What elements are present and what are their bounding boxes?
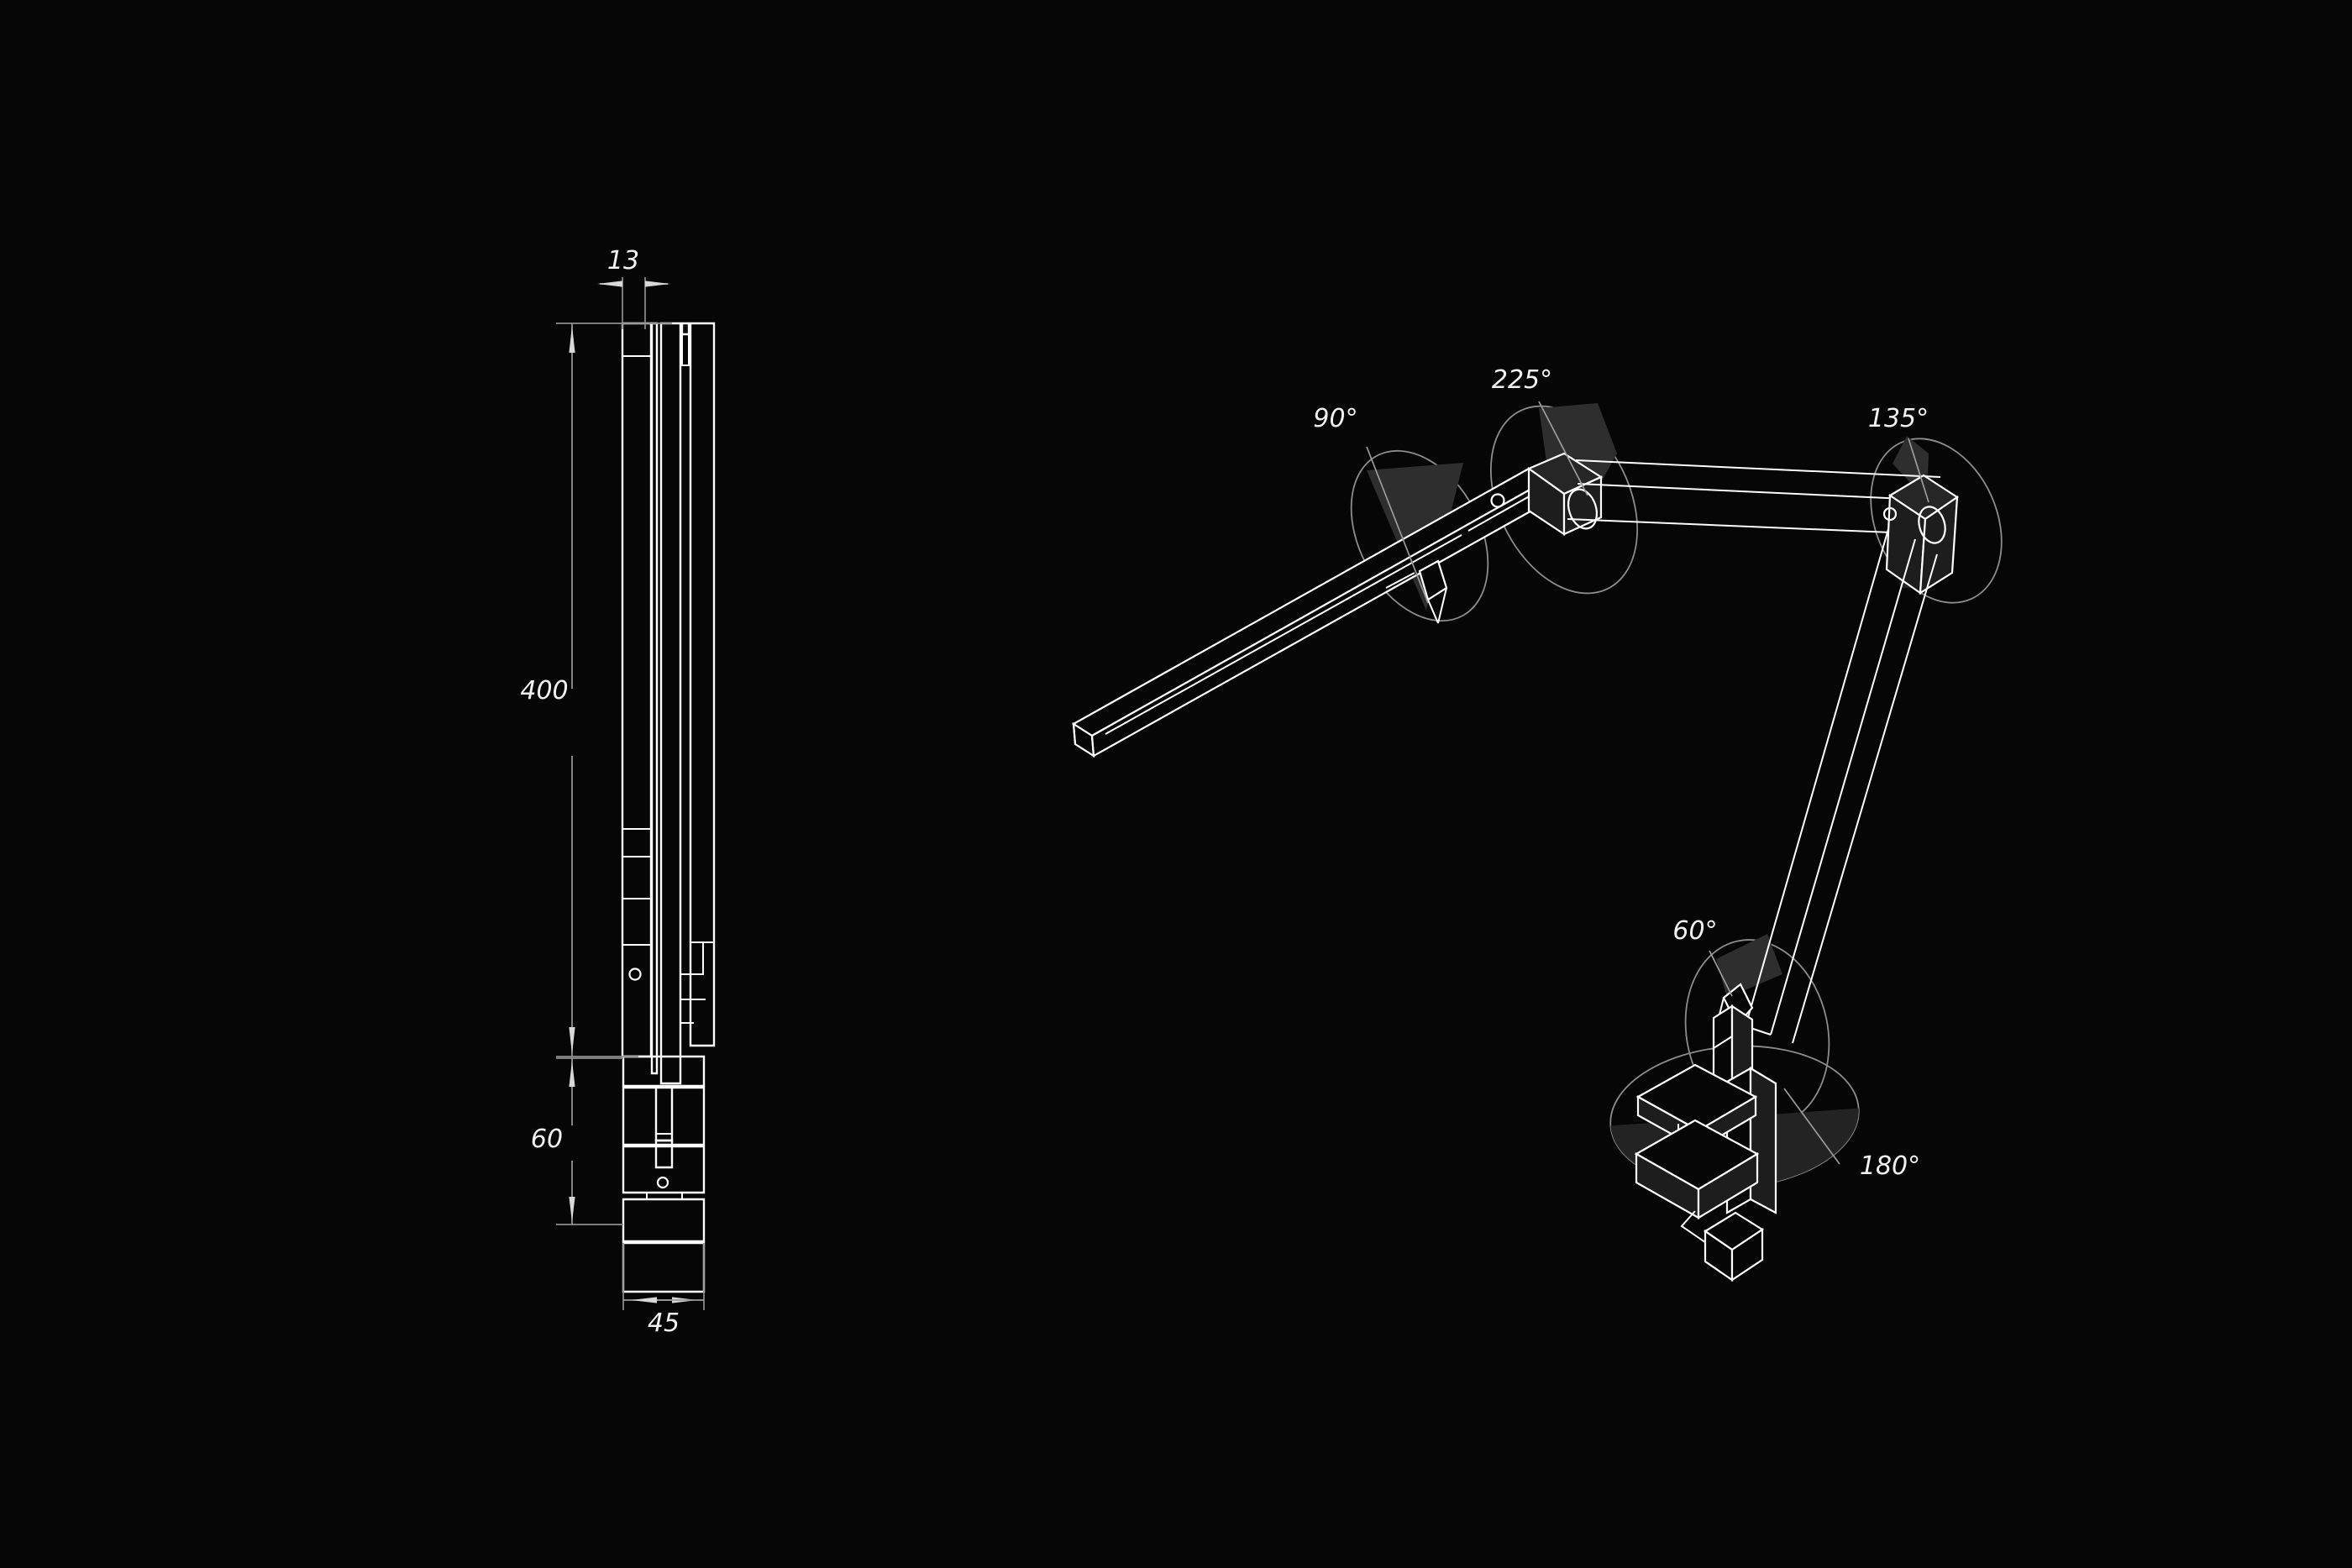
dimension-label-13: 13 <box>607 246 639 275</box>
lamp-column-outline <box>621 322 716 1085</box>
angle-label-180: 180° <box>1860 1151 1920 1181</box>
isometric-articulation-view: 90° 225° 135° 60° 180° <box>1071 365 2003 1282</box>
clamp-base-assembly <box>1634 1063 1777 1282</box>
dimension-height-400: 400 <box>520 323 672 1057</box>
lamp-head-bar <box>1071 467 1557 758</box>
dimension-label-60: 60 <box>531 1125 563 1154</box>
dimension-width-45: 45 <box>622 1243 705 1338</box>
angle-label-60: 60° <box>1672 916 1717 946</box>
lamp-head-hinge <box>1418 559 1448 624</box>
side-elevation-view: 13 400 60 45 <box>520 246 716 1338</box>
angle-label-225: 225° <box>1492 365 1552 395</box>
dimension-width-top: 13 <box>597 246 670 329</box>
angle-label-135: 135° <box>1868 404 1929 433</box>
dimension-height-60: 60 <box>531 1057 623 1225</box>
angle-label-90: 90° <box>1313 404 1357 433</box>
angle-callouts: 90° 225° 135° 60° 180° <box>1313 365 1929 1181</box>
dimension-label-400: 400 <box>520 676 568 705</box>
clamp-base-outline <box>622 1055 706 1293</box>
dimension-label-45: 45 <box>648 1308 680 1338</box>
lower-elbow-joint <box>1882 474 1959 595</box>
